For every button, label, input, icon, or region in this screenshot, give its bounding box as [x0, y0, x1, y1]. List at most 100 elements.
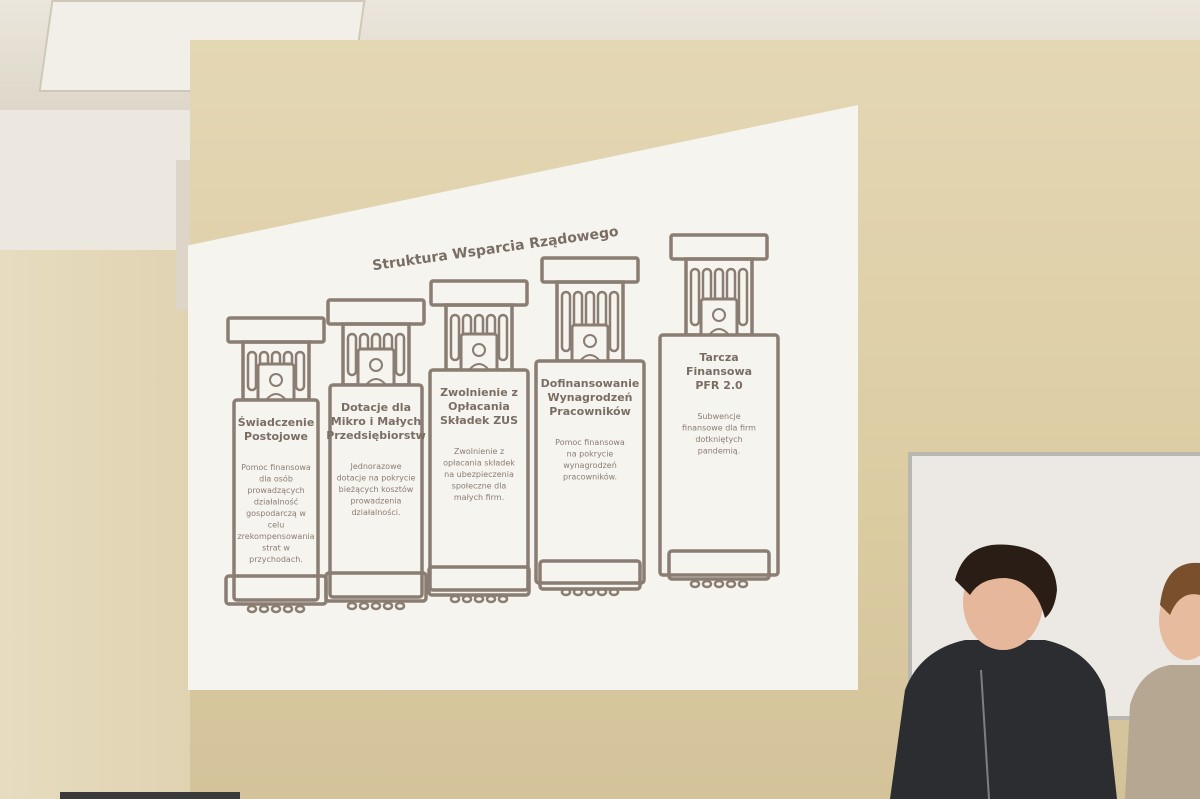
pillar-description-line: prowadzenia [351, 497, 402, 506]
icon-body [468, 363, 490, 371]
pillar-flute [370, 601, 382, 611]
pillar-flute [282, 604, 294, 614]
student-person [890, 544, 1117, 799]
pillar-flute [449, 313, 461, 362]
pillar-capital [326, 298, 426, 326]
pillar-description-line: małych firm. [454, 493, 504, 502]
pillar-description-line: pracowników. [563, 472, 617, 482]
pillar-flute [701, 579, 713, 589]
pillar-flute [394, 601, 406, 611]
pillar-heading-line: Wynagrodzeń [548, 391, 633, 404]
pillar-base [324, 571, 428, 603]
pillar-capital [226, 316, 326, 344]
slide-title: Struktura Wsparcia Rządowego [371, 224, 620, 274]
pillar-panel [428, 368, 530, 592]
pillar-description-line: bieżących kosztów [339, 484, 414, 494]
pillar-description-line: przychodach. [249, 555, 303, 564]
left-wall-upper [0, 110, 190, 250]
pillar-flute [689, 267, 701, 327]
pillar-heading-line: Postojowe [244, 430, 308, 443]
pillar-heading-line: Opłacania [448, 400, 510, 413]
icon-head [712, 308, 726, 322]
pillar-heading-line: Tarcza [699, 351, 738, 364]
slide-diagram: Struktura Wsparcia Rządowego Świadczenie… [224, 224, 780, 614]
icon-body [365, 378, 387, 386]
second-student [1125, 562, 1200, 799]
icon-body [708, 328, 730, 336]
wall-corner [176, 160, 190, 310]
pillar-description-line: zrekompensowania [237, 532, 314, 541]
pillar-heading-line: Finansowa [686, 365, 752, 378]
pillar-description-line: Jednorazowe [349, 462, 401, 471]
pillar-flute [394, 332, 406, 377]
pillar-flute [608, 290, 620, 353]
pillar-flute [294, 604, 306, 614]
pillar-flute [737, 267, 749, 327]
pillar-heading-line: Świadczenie [238, 416, 315, 429]
pillar-flute [713, 579, 725, 589]
pillar-description-line: działalność [254, 497, 298, 507]
pillar-panel [534, 359, 646, 585]
pillar-description-line: gospodarczą w [246, 509, 306, 518]
pillar-heading-line: Dotacje dla [341, 401, 411, 414]
pillar-flute [358, 601, 370, 611]
pillar-flute [461, 594, 473, 604]
pillar-description-line: Pomoc finansowa [241, 463, 311, 472]
pillar-flute [246, 604, 258, 614]
pillar-description: Subwencje finansowe dla firm dotkniętych pa… [682, 412, 756, 456]
pillar-flute [725, 579, 737, 589]
pillar-flute [346, 332, 358, 377]
pillar-description-line: Subwencje [697, 412, 740, 421]
board-ledge [60, 792, 240, 799]
pillar-description-line: społeczne dla [452, 482, 507, 491]
icon-head [583, 334, 597, 348]
projection-screen: Struktura Wsparcia Rządowego Świadczenie… [188, 105, 858, 690]
pillar-description-line: celu [268, 521, 285, 530]
pillar-description-line: na pokrycie [567, 450, 614, 459]
pillar-capital [540, 256, 640, 284]
pillar-description-line: wynagrodzeń [563, 461, 617, 470]
pillar-flute [689, 579, 701, 589]
pillar-description-line: pandemią. [698, 447, 741, 456]
pillar-description-line: finansowe dla firm [682, 424, 756, 433]
pillar-heading-line: Dofinansowanie [541, 377, 640, 390]
icon-head [269, 373, 283, 387]
pillar-heading-line: Zwolnienie z [440, 386, 518, 399]
pillar-flute [497, 313, 509, 362]
pillar-description-line: prowadzących [247, 486, 304, 495]
pillar-description-line: dotkniętych [695, 435, 742, 444]
pillar-base [538, 559, 642, 591]
pillar-description-line: Zwolnienie z [454, 447, 504, 456]
pillar-panel [658, 333, 780, 577]
pillar-base [667, 549, 771, 581]
pillar-flute [258, 604, 270, 614]
pillar-description-line: opłacania składek [443, 459, 515, 468]
pillar-heading-line: Pracowników [549, 405, 631, 418]
icon-head [472, 343, 486, 357]
pillar-panel [232, 398, 320, 602]
pillar-flute [270, 604, 282, 614]
icon-body [579, 354, 601, 362]
pillar-description-line: działalności. [351, 507, 400, 517]
pillar-flute [473, 594, 485, 604]
pillar-flute [346, 601, 358, 611]
pillar-panel [328, 383, 424, 599]
pillar-description-line: dotacje na pokrycie [337, 474, 416, 483]
pillar-flute [449, 594, 461, 604]
pillar-description-line: strat w [262, 544, 290, 553]
pillar-heading-line: Składek ZUS [440, 414, 518, 427]
icon-head [369, 358, 383, 372]
pillar-capital [669, 233, 769, 261]
pillar-flute [497, 594, 509, 604]
